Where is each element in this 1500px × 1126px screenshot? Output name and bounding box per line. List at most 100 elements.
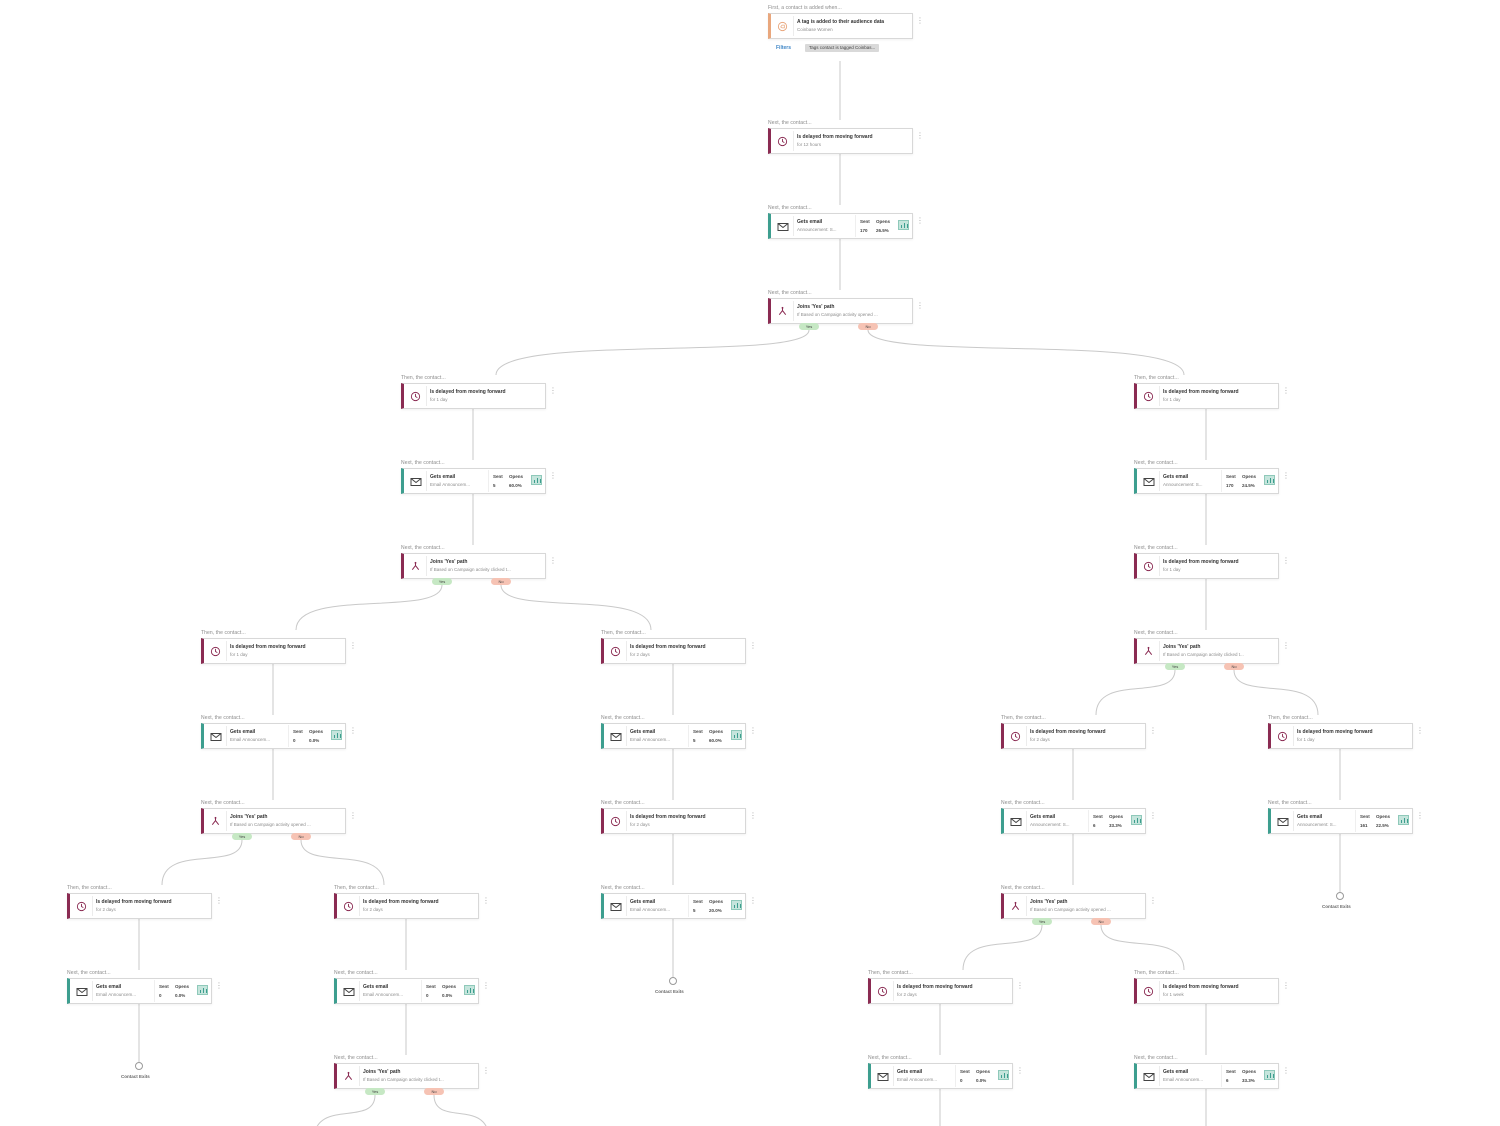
more-icon[interactable]: ⋮ [1282, 641, 1290, 650]
more-icon[interactable]: ⋮ [549, 471, 557, 480]
yes-path-badge[interactable]: Yes [232, 833, 252, 840]
more-icon[interactable]: ⋮ [1282, 1066, 1290, 1075]
yes-path-badge[interactable]: Yes [799, 323, 819, 330]
bar-chart-icon[interactable] [1398, 815, 1409, 825]
filters-link[interactable]: Filters [776, 45, 792, 51]
bar-chart-icon[interactable] [1131, 815, 1142, 825]
more-icon[interactable]: ⋮ [1149, 726, 1157, 735]
more-icon[interactable]: ⋮ [916, 301, 924, 310]
more-icon[interactable]: ⋮ [482, 896, 490, 905]
yes-path-badge[interactable]: Yes [365, 1088, 385, 1095]
more-icon[interactable]: ⋮ [549, 556, 557, 565]
step-title: Gets email [630, 899, 656, 905]
bar-chart-icon[interactable] [731, 730, 742, 740]
more-icon[interactable]: ⋮ [1016, 1066, 1024, 1075]
no-path-badge[interactable]: No [291, 833, 311, 840]
more-icon[interactable]: ⋮ [1282, 386, 1290, 395]
more-icon[interactable]: ⋮ [549, 386, 557, 395]
more-icon[interactable]: ⋮ [916, 131, 924, 140]
step-caption: Next, the contact... [868, 1055, 912, 1061]
bar-chart-icon[interactable] [197, 985, 208, 995]
more-icon[interactable]: ⋮ [749, 641, 757, 650]
no-path-badge[interactable]: No [1091, 918, 1111, 925]
more-icon[interactable]: ⋮ [349, 641, 357, 650]
more-icon[interactable]: ⋮ [1282, 981, 1290, 990]
bar-chart-icon[interactable] [998, 1070, 1009, 1080]
more-icon[interactable]: ⋮ [1416, 811, 1424, 820]
divider [226, 641, 227, 661]
more-icon[interactable]: ⋮ [916, 216, 924, 225]
envelope-icon [607, 898, 624, 915]
bar-chart-icon[interactable] [1264, 1070, 1275, 1080]
step-subtitle: Email Announcem... [1163, 1077, 1204, 1082]
more-icon[interactable]: ⋮ [749, 811, 757, 820]
step-caption: Then, the contact... [334, 885, 379, 891]
more-icon[interactable]: ⋮ [482, 1066, 490, 1075]
filter-chip[interactable]: Tags contact is tagged Coinbas... [805, 44, 880, 52]
yes-path-badge[interactable]: Yes [432, 578, 452, 585]
bar-chart-icon[interactable] [731, 900, 742, 910]
opens-value: 24.5% [1242, 483, 1255, 488]
more-icon[interactable]: ⋮ [916, 16, 924, 25]
no-path-badge[interactable]: No [858, 323, 878, 330]
more-icon[interactable]: ⋮ [215, 981, 223, 990]
opens-header: Opens [442, 984, 457, 989]
more-icon[interactable]: ⋮ [482, 981, 490, 990]
bar-chart-icon[interactable] [531, 475, 542, 485]
bar-chart-icon[interactable] [1264, 475, 1275, 485]
bar-chart-icon[interactable] [331, 730, 342, 740]
bar-chart-icon[interactable] [898, 220, 909, 230]
more-icon[interactable]: ⋮ [1149, 896, 1157, 905]
yes-path-badge[interactable]: Yes [1165, 663, 1185, 670]
more-icon[interactable]: ⋮ [749, 726, 757, 735]
bar-chart-icon[interactable] [464, 985, 475, 995]
more-icon[interactable]: ⋮ [349, 811, 357, 820]
more-icon[interactable]: ⋮ [749, 896, 757, 905]
no-path-badge[interactable]: No [491, 578, 511, 585]
more-icon[interactable]: ⋮ [1016, 981, 1024, 990]
yes-path-badge[interactable]: Yes [1032, 918, 1052, 925]
opens-value: 0.0% [442, 993, 453, 998]
more-icon[interactable]: ⋮ [1282, 556, 1290, 565]
more-icon[interactable]: ⋮ [349, 726, 357, 735]
more-icon[interactable]: ⋮ [1149, 811, 1157, 820]
no-path-badge[interactable]: No [1224, 663, 1244, 670]
no-path-badge[interactable]: No [424, 1088, 444, 1095]
more-icon[interactable]: ⋮ [1416, 726, 1424, 735]
more-icon[interactable]: ⋮ [215, 896, 223, 905]
more-icon[interactable]: ⋮ [1282, 471, 1290, 480]
